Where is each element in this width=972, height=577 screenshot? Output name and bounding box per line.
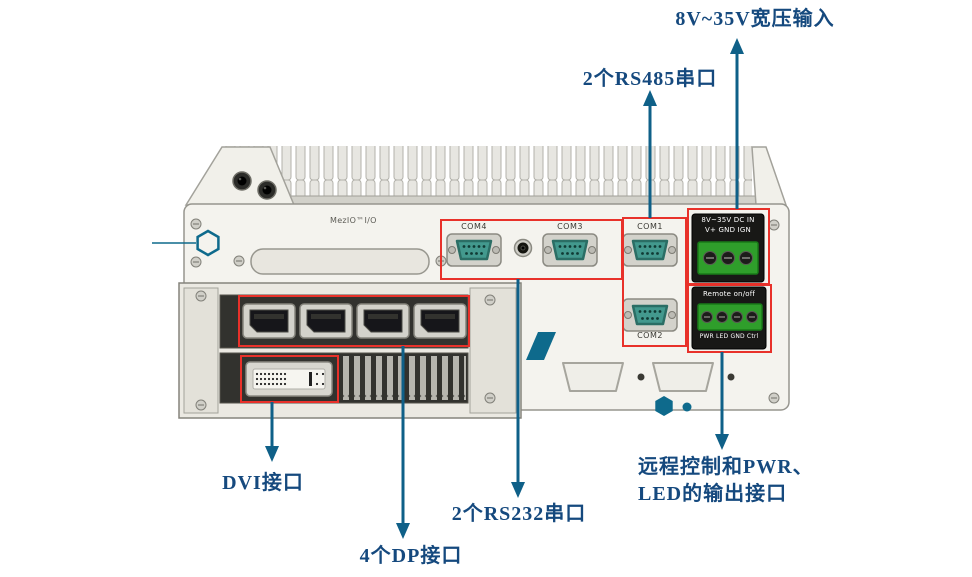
remote-header-label: Remote on/off xyxy=(702,290,756,298)
com3-label: COM3 xyxy=(557,222,583,231)
com2-port xyxy=(621,297,679,333)
dvi-callout-label: DVI接口 xyxy=(222,472,304,494)
dsub-knockouts xyxy=(562,362,735,392)
com4-label: COM4 xyxy=(461,222,487,231)
top-left-slope-panel xyxy=(184,146,296,206)
rs485-highlight-box xyxy=(622,217,687,347)
dp-highlight-box xyxy=(238,295,470,347)
rs232-callout-label: 2个RS232串口 xyxy=(451,503,587,525)
remote-callout-line1: 远程控制和PWR、 xyxy=(638,456,814,478)
com2-label: COM2 xyxy=(637,331,663,340)
dp-callout-label: 4个DP接口 xyxy=(359,545,463,567)
power-arrow xyxy=(730,38,744,209)
callout-arrows xyxy=(265,38,744,539)
mezio-slot xyxy=(233,248,447,275)
audio-jack xyxy=(513,238,533,258)
dvi-arrow xyxy=(265,402,279,462)
dp-port-3 xyxy=(356,303,410,339)
dc-input-label-line2: V+ GND IGN xyxy=(705,226,751,234)
hexagon-outline-icon xyxy=(196,229,220,257)
round-connector-icon xyxy=(257,180,277,200)
dp-port-1 xyxy=(242,303,296,339)
remote-highlight-box xyxy=(687,284,772,353)
com1-label: COM1 xyxy=(637,222,663,231)
remote-terminal xyxy=(691,286,767,350)
remote-callout-label: 远程控制和PWR、 LED的输出接口 xyxy=(638,454,848,508)
rs485-callout-label: 2个RS485串口 xyxy=(582,68,718,90)
remote-pins-label: PWR LED GND Ctrl xyxy=(699,333,759,340)
com4-port xyxy=(445,232,503,268)
com1-port xyxy=(621,232,679,268)
teal-accent-decorations xyxy=(152,229,692,416)
mezio-label: MezIO™I/O xyxy=(330,216,377,225)
remote-callout-line2: LED的输出接口 xyxy=(638,483,788,505)
dp-port-4 xyxy=(413,303,467,339)
dvi-highlight-box xyxy=(240,355,339,403)
dot-icon xyxy=(682,402,692,412)
remote-arrow xyxy=(715,352,729,450)
com3-port xyxy=(541,232,599,268)
dp-port-2 xyxy=(299,303,353,339)
dc-input-terminal xyxy=(691,213,765,283)
rs232-arrow xyxy=(511,279,525,498)
hexagon-filled-icon xyxy=(655,396,673,416)
heatsink-fins xyxy=(213,146,777,208)
dc-input-label-line1: 8V~35V DC IN xyxy=(701,216,755,224)
top-right-slope-panel xyxy=(751,146,788,206)
power-callout-label: 8V~35V宽压输入 xyxy=(675,8,835,30)
rs485-arrow xyxy=(643,90,657,218)
diagonal-ribbon-icon xyxy=(526,332,556,360)
dvi-port xyxy=(245,361,333,397)
round-connector-icon xyxy=(232,171,252,191)
dp-arrow xyxy=(396,346,410,539)
highlight-boxes xyxy=(238,208,772,403)
